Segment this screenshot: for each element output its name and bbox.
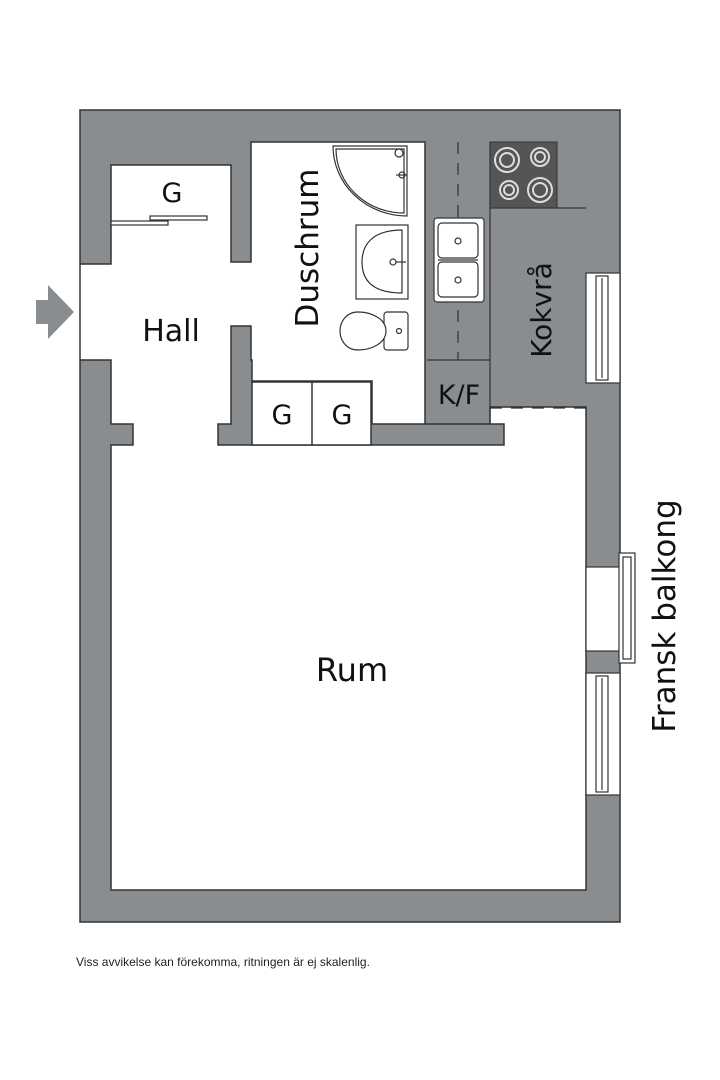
room-label-main: Rum (316, 651, 388, 689)
disclaimer-text: Viss avvikelse kan förekomma, ritningen … (76, 955, 370, 969)
kitchen-sink-icon (433, 217, 485, 303)
toilet-icon (339, 311, 409, 351)
closet-label-hall: G (162, 178, 183, 209)
room-label-kitchen-nook: Kokvrå (525, 262, 558, 358)
stove-icon (489, 141, 558, 209)
kitchen-window (585, 272, 621, 384)
room-window (585, 672, 621, 796)
fridge-freezer-label: K/F (438, 380, 480, 411)
washbasin-icon (355, 224, 409, 300)
french-balcony-label: Fransk balkong (647, 499, 683, 732)
entry-arrow-icon (36, 285, 74, 339)
room-label-shower-room: Duschrum (290, 169, 326, 328)
walls (79, 109, 621, 923)
closet-label-1: G (272, 400, 293, 431)
shower-icon (332, 145, 408, 217)
closet-label-2: G (332, 400, 353, 431)
hall-closet-door (110, 215, 208, 226)
balcony-door (585, 552, 636, 664)
room-label-hall: Hall (142, 314, 200, 349)
